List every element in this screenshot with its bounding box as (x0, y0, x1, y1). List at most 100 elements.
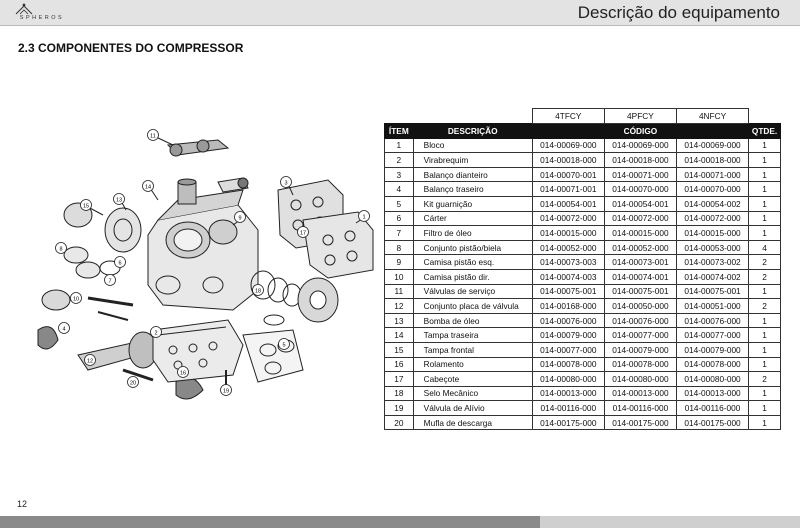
item-description: Tampa traseira (412, 327, 533, 343)
item-quantity: 1 (748, 137, 781, 154)
header-description: DESCRIÇÃO (412, 123, 533, 139)
item-number: 12 (384, 298, 414, 314)
item-description: Kit guarnição (412, 195, 533, 212)
item-description: Filtro de óleo (412, 225, 533, 241)
code-4tfcy: 014-00116-000 (531, 400, 605, 416)
diagram-callout: 13 (113, 193, 125, 205)
spheros-logo-mark (15, 3, 33, 15)
code-4nfcy: 014-00078-000 (675, 356, 750, 373)
item-description: Válvula de Alívio (412, 400, 533, 416)
code-4tfcy: 014-00077-000 (531, 341, 605, 358)
diagram-callout: 10 (70, 292, 82, 304)
item-number: 18 (384, 385, 414, 402)
item-description: Virabrequim (412, 152, 533, 168)
code-4nfcy: 014-00079-000 (675, 341, 750, 358)
code-4nfcy: 014-00073-002 (675, 254, 750, 270)
code-4nfcy: 014-00053-000 (675, 239, 750, 256)
code-4pfcy: 014-00078-000 (603, 356, 677, 373)
callout-label: 10 (73, 296, 79, 302)
item-number: 16 (384, 356, 414, 373)
diagram-callout: 4 (58, 322, 70, 334)
diagram-callout: 16 (177, 366, 189, 378)
diagram-callout: 19 (220, 384, 232, 396)
code-4pfcy: 014-00116-000 (603, 400, 677, 416)
item-quantity: 1 (748, 327, 781, 343)
item-quantity: 2 (748, 268, 781, 285)
callout-label: 1 (362, 214, 365, 220)
item-quantity: 1 (748, 195, 781, 212)
diagram-callout: 5 (278, 338, 290, 350)
item-number: 2 (384, 152, 414, 168)
callout-label: 9 (238, 215, 241, 221)
code-4nfcy: 014-00080-000 (675, 371, 750, 387)
callout-label: 4 (62, 326, 65, 332)
code-4tfcy: 014-00069-000 (531, 137, 605, 154)
item-number: 1 (384, 137, 414, 154)
item-quantity: 2 (748, 298, 781, 314)
callout-label: 5 (282, 342, 285, 348)
code-4pfcy: 014-00069-000 (603, 137, 677, 154)
code-4tfcy: 014-00079-000 (531, 327, 605, 343)
item-quantity: 1 (748, 225, 781, 241)
callout-label: 20 (130, 380, 136, 386)
item-number: 3 (384, 166, 414, 183)
code-4pfcy: 014-00076-000 (603, 312, 677, 329)
item-quantity: 1 (748, 312, 781, 329)
code-4tfcy: 014-00052-000 (531, 239, 605, 256)
callout-label: 15 (83, 203, 89, 209)
callout-label: 16 (180, 370, 186, 376)
item-description: Balanço traseiro (412, 181, 533, 197)
diagram-callout: 12 (84, 354, 96, 366)
item-description: Selo Mecânico (412, 385, 533, 402)
diagram-callout: 7 (104, 274, 116, 286)
code-4tfcy: 014-00072-000 (531, 210, 605, 227)
item-quantity: 1 (748, 356, 781, 373)
callout-label: 7 (108, 278, 111, 284)
code-4nfcy: 014-00013-000 (675, 385, 750, 402)
header-bar: SPHEROS Descrição do equipamento (0, 0, 800, 26)
code-4tfcy: 014-00076-000 (531, 312, 605, 329)
code-4nfcy: 014-00051-000 (675, 298, 750, 314)
item-number: 17 (384, 371, 414, 387)
model-header-row: 4TFCY 4PFCY 4NFCY (385, 108, 781, 124)
item-number: 9 (384, 254, 414, 270)
callout-label: 8 (59, 246, 62, 252)
code-4tfcy: 014-00013-000 (531, 385, 605, 402)
code-4tfcy: 014-00054-001 (531, 195, 605, 212)
item-quantity: 1 (748, 385, 781, 402)
code-4tfcy: 014-00175-000 (531, 414, 605, 431)
code-4tfcy: 014-00018-000 (531, 152, 605, 168)
item-number: 8 (384, 239, 414, 256)
code-4nfcy: 014-00070-000 (675, 181, 750, 197)
item-number: 14 (384, 327, 414, 343)
code-4pfcy: 014-00054-001 (603, 195, 677, 212)
section-title: 2.3 COMPONENTES DO COMPRESSOR (18, 41, 244, 55)
item-number: 13 (384, 312, 414, 329)
item-quantity: 1 (748, 210, 781, 227)
callout-label: 18 (255, 288, 261, 294)
diagram-callout: 18 (252, 284, 264, 296)
logo-text: SPHEROS (19, 15, 65, 21)
item-number: 10 (384, 268, 414, 285)
item-description: Balanço dianteiro (412, 166, 533, 183)
code-4nfcy: 014-00077-000 (675, 327, 750, 343)
item-number: 4 (384, 181, 414, 197)
code-4tfcy: 014-00015-000 (531, 225, 605, 241)
diagram-callout: 17 (297, 226, 309, 238)
diagram-callout: 15 (80, 199, 92, 211)
code-4pfcy: 014-00070-000 (603, 181, 677, 197)
callout-label: 3 (284, 180, 287, 186)
item-description: Cabeçote (412, 371, 533, 387)
item-quantity: 1 (748, 181, 781, 197)
code-4nfcy: 014-00015-000 (675, 225, 750, 241)
